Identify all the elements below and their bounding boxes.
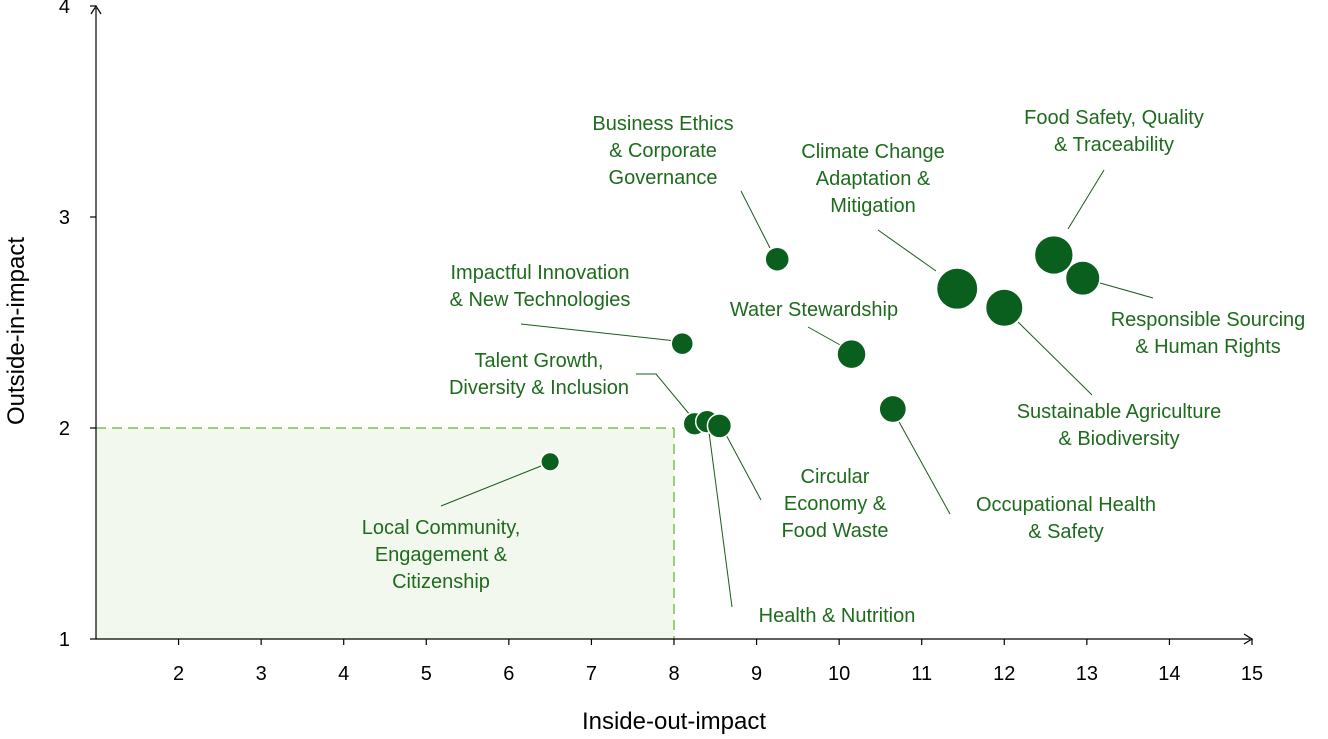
bubble-label-line: & Safety	[1028, 521, 1104, 543]
bubble-label: Sustainable Agriculture & Biodiversity	[1017, 401, 1222, 450]
bubble-label-line: Food Waste	[781, 520, 888, 542]
x-tick-label: 8	[668, 663, 679, 685]
bubble-label-line: Impactful Innovation	[451, 262, 630, 284]
y-tick-label: 2	[59, 418, 70, 440]
bubble-label-line: Governance	[609, 167, 718, 189]
x-tick-label: 6	[503, 663, 514, 685]
bubble-label-line: Local Community,	[362, 517, 521, 539]
bubble-point	[984, 288, 1024, 328]
x-tick-label: 13	[1076, 663, 1098, 685]
leader-line	[440, 463, 547, 507]
leader-line	[636, 373, 691, 416]
x-tick-label: 10	[828, 663, 850, 685]
leader-line	[807, 326, 843, 347]
bubble-label-line: Engagement &	[375, 544, 508, 566]
bubble-label-line: Mitigation	[830, 195, 916, 217]
leader-line	[740, 190, 771, 249]
bubble-label-line: Citizenship	[392, 571, 490, 593]
x-tick-label: 2	[173, 663, 184, 685]
bubble-point	[764, 246, 790, 272]
bubble-point	[706, 413, 733, 439]
bubble-label-line: Water Stewardship	[730, 299, 898, 321]
x-tick-label: 5	[421, 663, 432, 685]
leader-line	[708, 431, 733, 608]
bubble-label: Responsible Sourcing & Human Rights	[1111, 309, 1306, 358]
x-tick-label: 4	[338, 663, 349, 685]
threshold-region	[96, 428, 674, 639]
bubble-point	[836, 338, 867, 370]
bubble-label-line: Circular	[801, 466, 870, 488]
x-tick-label: 14	[1158, 663, 1180, 685]
leader-line	[877, 229, 937, 272]
bubble-point	[1033, 234, 1074, 276]
bubble-label-line: & Corporate	[609, 140, 717, 162]
bubble-labels: Food Safety, Quality & TraceabilityRespon…	[362, 107, 1306, 627]
bubble-point	[878, 394, 908, 424]
leader-line	[897, 419, 951, 515]
bubble-label: Health & Nutrition	[759, 605, 916, 627]
x-tick-label: 7	[586, 663, 597, 685]
bubble-label: Food Safety, Quality & Traceability	[1024, 107, 1204, 156]
bubble-label-line: Diversity & Inclusion	[449, 377, 629, 399]
bubble-point	[540, 451, 561, 472]
x-axis-title: Inside-out-impact	[582, 708, 766, 735]
leader-line	[723, 430, 762, 501]
bubble-label: Impactful Innovation & New Technologies	[450, 262, 631, 311]
bubble-label-line: Responsible Sourcing	[1111, 309, 1306, 331]
bubble-label-line: & Biodiversity	[1058, 428, 1179, 450]
bubble-label-line: Food Safety, Quality	[1024, 107, 1204, 129]
bubbles	[540, 234, 1101, 472]
bubble-label: Talent Growth, Diversity & Inclusion	[449, 350, 629, 399]
bubble-label-line: Economy &	[784, 493, 887, 515]
bubble-label-line: Business Ethics	[592, 113, 733, 135]
bubble-label-line: Talent Growth,	[475, 350, 604, 372]
x-tick-label: 15	[1241, 663, 1263, 685]
bubble-label-line: & Human Rights	[1135, 336, 1281, 358]
leader-lines	[440, 169, 1154, 608]
bubble-label-line: & Traceability	[1054, 134, 1174, 156]
bubble-label-line: & New Technologies	[450, 289, 631, 311]
bubble-point	[670, 331, 695, 356]
x-tick-label: 11	[911, 663, 932, 685]
x-tick-label: 9	[751, 663, 762, 685]
y-tick-label: 3	[59, 207, 70, 229]
bubble-label-line: Sustainable Agriculture	[1017, 401, 1222, 423]
bubble-label: Water Stewardship	[730, 299, 898, 321]
x-tick-label: 3	[256, 663, 267, 685]
leader-line	[1067, 169, 1105, 230]
bubble-label-line: Adaptation &	[816, 168, 931, 190]
leader-line	[1099, 282, 1154, 299]
y-axis: 1 2 3 4	[59, 0, 102, 651]
bubble-label: Occupational Health & Safety	[976, 494, 1156, 543]
bubble-point	[935, 267, 979, 311]
x-tick-label: 12	[993, 663, 1015, 685]
y-tick-label: 4	[59, 0, 70, 18]
y-tick-label: 1	[59, 629, 70, 651]
x-axis: 2 3 4 5 6 7 8 9 10 11 12 13 14 15	[96, 633, 1263, 685]
bubble-label-line: Climate Change	[801, 141, 944, 163]
leader-line	[520, 323, 677, 342]
bubble-point	[1064, 260, 1101, 297]
y-axis-title: Outside-in-impact	[3, 237, 30, 425]
bubble-label-line: Occupational Health	[976, 494, 1156, 516]
leader-line	[1017, 321, 1093, 396]
bubble-label: Local Community, Engagement & Citizenship	[362, 517, 521, 593]
bubble-label-line: Health & Nutrition	[759, 605, 916, 627]
